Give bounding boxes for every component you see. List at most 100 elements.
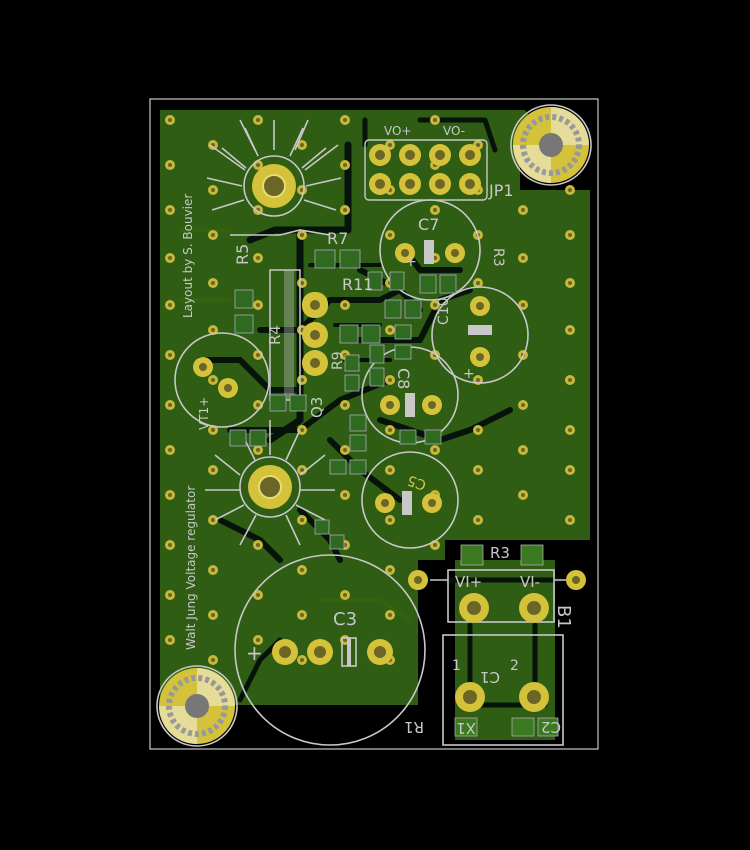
via-hole xyxy=(343,448,347,452)
smd-pad xyxy=(369,367,385,387)
via-hole xyxy=(521,256,525,260)
via-hole xyxy=(568,518,572,522)
via-hole xyxy=(388,428,392,432)
label-plus-c3: + xyxy=(246,641,263,665)
smd-pad xyxy=(344,374,360,392)
via-hole xyxy=(256,593,260,597)
smd-pad xyxy=(314,519,330,535)
smd-pad xyxy=(439,274,457,294)
capacitor-c8 xyxy=(380,393,442,417)
jp1-pin-hole xyxy=(465,179,475,189)
via-hole xyxy=(388,518,392,522)
board-title-text: Walt Jung Voltage regulator xyxy=(184,486,198,650)
via-hole xyxy=(343,208,347,212)
via-hole xyxy=(343,593,347,597)
smd-pad xyxy=(404,299,422,319)
via-hole xyxy=(211,188,215,192)
smd-pad xyxy=(349,414,367,432)
heatsink-bottom xyxy=(205,420,335,546)
via-hole xyxy=(300,658,304,662)
via-hole xyxy=(256,163,260,167)
via-hole xyxy=(300,143,304,147)
via-hole xyxy=(521,208,525,212)
via-hole xyxy=(388,143,392,147)
smd-pad xyxy=(329,534,345,550)
smd-pad xyxy=(384,299,402,319)
jp1-pin-hole xyxy=(375,179,385,189)
via-hole xyxy=(168,118,172,122)
via-hole xyxy=(256,303,260,307)
smd-pad xyxy=(367,271,383,291)
via-hole xyxy=(211,378,215,382)
regulator-pads xyxy=(269,269,328,401)
label-c8: C8 xyxy=(394,368,413,389)
jp1-pin-hole xyxy=(405,179,415,189)
via-hole xyxy=(168,163,172,167)
via-hole xyxy=(388,468,392,472)
label-c3: C3 xyxy=(333,609,357,630)
label-vi-minus: VI- xyxy=(520,573,540,591)
heatsink-pad-top xyxy=(252,164,296,208)
input-connector xyxy=(408,544,586,746)
smd-pad xyxy=(229,429,247,447)
smd-pad xyxy=(289,394,307,412)
label-r1: R1 xyxy=(404,718,424,736)
via-hole xyxy=(168,493,172,497)
smd-pad xyxy=(394,344,412,360)
smd-pad xyxy=(249,429,267,447)
label-c7: C7 xyxy=(418,215,439,234)
label-plus-c10: + xyxy=(463,366,475,382)
via-hole xyxy=(521,493,525,497)
via-hole xyxy=(211,428,215,432)
via-hole xyxy=(211,613,215,617)
via-hole xyxy=(476,518,480,522)
via-hole xyxy=(343,493,347,497)
board-credit-text: Layout by S. Bouvier xyxy=(181,194,195,318)
via-hole xyxy=(388,568,392,572)
label-c10: C10 xyxy=(436,297,452,325)
smd-pad xyxy=(419,274,437,294)
jp1-pin-hole xyxy=(435,179,445,189)
via-hole xyxy=(256,638,260,642)
label-pin1: 1 xyxy=(452,658,461,674)
via-hole xyxy=(211,233,215,237)
via-hole xyxy=(300,468,304,472)
via-hole xyxy=(388,328,392,332)
via-hole xyxy=(476,281,480,285)
via-hole xyxy=(211,468,215,472)
capacitor-c10 xyxy=(468,296,492,367)
label-r4: R4 xyxy=(266,325,284,345)
via-hole xyxy=(256,448,260,452)
smd-pad xyxy=(269,394,287,412)
copper-pour-main xyxy=(160,110,590,705)
smd-pad xyxy=(344,354,360,372)
via-hole xyxy=(388,233,392,237)
heatsink-pad-bottom xyxy=(248,465,292,509)
via-hole xyxy=(168,638,172,642)
smd-pad xyxy=(369,344,385,364)
via-hole xyxy=(300,613,304,617)
via-hole xyxy=(521,448,525,452)
via-hole xyxy=(168,448,172,452)
label-c2: C2 xyxy=(541,718,561,736)
capacitor-c3 xyxy=(272,637,393,667)
smd-pad xyxy=(361,324,381,344)
smd-pad xyxy=(234,289,254,309)
via-hole xyxy=(168,303,172,307)
heatsink-top xyxy=(206,119,342,236)
label-plus-c7: + xyxy=(405,254,417,270)
label-jp1: JP1 xyxy=(488,181,514,200)
via-hole xyxy=(168,353,172,357)
label-x1: X1 xyxy=(456,719,476,737)
smd-pad xyxy=(234,314,254,334)
jp1-pin-hole xyxy=(465,150,475,160)
mount-hole-bottom-left xyxy=(156,665,238,747)
via-hole xyxy=(568,468,572,472)
via-hole xyxy=(388,378,392,382)
via-hole xyxy=(433,303,437,307)
mount-hole-top-right xyxy=(510,104,592,186)
via-hole xyxy=(433,118,437,122)
smd-pad xyxy=(389,271,405,291)
smd-pad xyxy=(394,324,412,340)
